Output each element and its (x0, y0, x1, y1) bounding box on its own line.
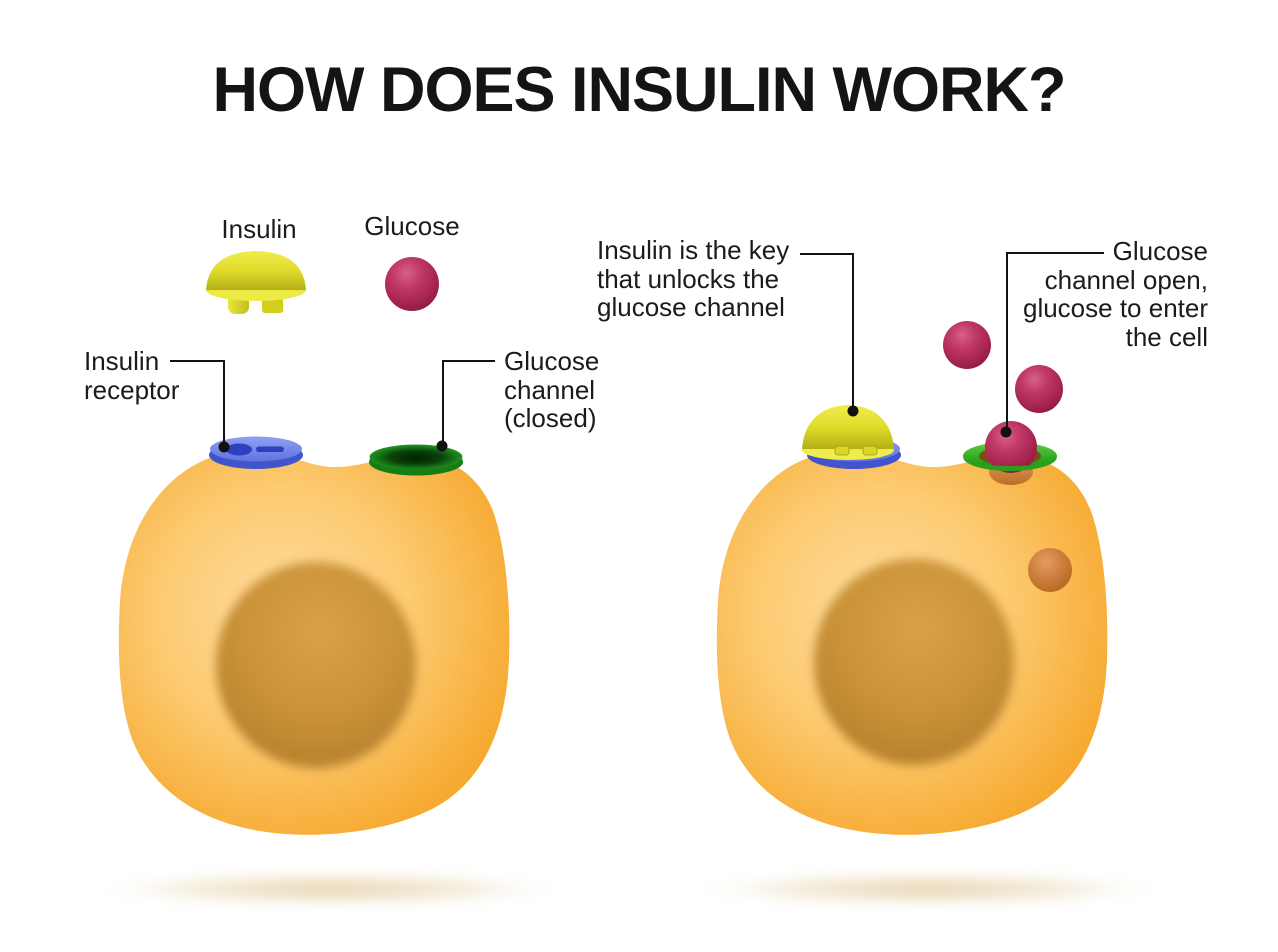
glucose-icon (385, 257, 439, 311)
glucose-molecules (943, 321, 1063, 413)
glucose-molecule (1015, 365, 1063, 413)
insulin-receptor-icon (209, 436, 303, 469)
connector-lines (170, 252, 1104, 445)
glucose-inside-cell-icon (1028, 548, 1072, 592)
right-cell-nucleus (814, 559, 1014, 765)
glucose-channel-closed-icon (369, 444, 463, 476)
glucose-channel-closed-label: Glucose channel (closed) (504, 346, 600, 433)
legend-glucose-label: Glucose (364, 211, 460, 241)
insulin-icon (206, 251, 306, 314)
connector-glucose-channel-closed (442, 360, 495, 444)
page-title: HOW DOES INSULIN WORK? (212, 55, 1067, 125)
connector-dots (218, 405, 1012, 453)
left-cell (118, 451, 510, 835)
glucose-molecule (943, 321, 991, 369)
glucose-channel-open-icon (963, 421, 1057, 485)
connector-insulin-receptor (170, 360, 225, 445)
legend-insulin-label: Insulin (221, 214, 297, 244)
docked-insulin-receptor-icon (802, 405, 901, 469)
insulin-key-label: Insulin is the key that unlocks the gluc… (597, 235, 790, 322)
connector-glucose-channel-open (1006, 252, 1104, 430)
connector-insulin-key (800, 253, 854, 409)
glucose-channel-open-label: Glucose channel open, glucose to enter t… (1022, 236, 1208, 352)
right-cell (716, 451, 1108, 835)
insulin-receptor-label: Insulin receptor (84, 346, 180, 405)
left-cell-nucleus (216, 562, 416, 768)
cell-shadow (85, 871, 1173, 907)
glucose-entering-icon (985, 421, 1037, 473)
